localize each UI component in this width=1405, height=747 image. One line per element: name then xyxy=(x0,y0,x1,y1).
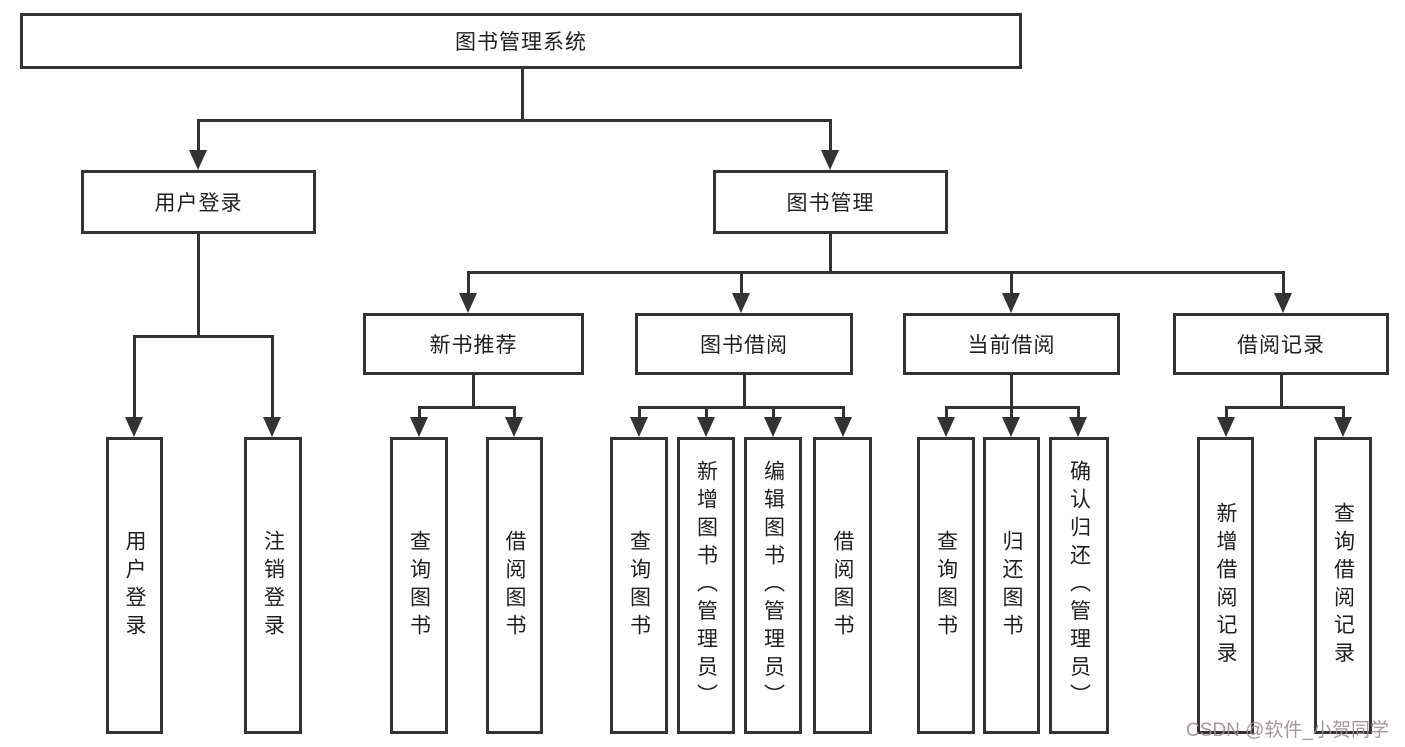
connector-line xyxy=(418,406,516,409)
arrow-down-icon xyxy=(937,417,955,437)
leaf-label: 查询图书 xyxy=(407,529,431,642)
leaf-label: 新增借阅记录 xyxy=(1214,501,1237,670)
leaf-cb-confirm-return-admin: 确认归还（管理员） xyxy=(1049,437,1109,734)
arrow-down-icon xyxy=(1069,417,1087,437)
arrow-down-icon xyxy=(834,417,852,437)
connector-line xyxy=(1010,271,1013,297)
leaf-cb-query-book: 查询图书 xyxy=(917,437,975,734)
leaf-bb-borrow-book: 借阅图书 xyxy=(813,437,872,734)
leaf-bb-add-book-admin: 新增图书（管理员） xyxy=(677,437,735,734)
leaf-br-add-record: 新增借阅记录 xyxy=(1197,437,1254,734)
leaf-cb-return-book: 归还图书 xyxy=(983,437,1040,734)
node-user-login: 用户登录 xyxy=(81,170,316,234)
connector-line xyxy=(842,406,845,419)
leaf-label: 用户登录 xyxy=(123,529,146,642)
leaf-label: 新增图书（管理员） xyxy=(694,459,718,712)
connector-line xyxy=(418,406,421,419)
leaf-bb-query-book: 查询图书 xyxy=(610,437,668,734)
arrow-down-icon xyxy=(1217,417,1235,437)
connector-line xyxy=(271,335,274,419)
arrow-down-icon xyxy=(459,293,477,313)
connector-line xyxy=(521,69,524,121)
arrow-down-icon xyxy=(732,293,750,313)
arrow-down-icon xyxy=(263,417,281,437)
connector-line xyxy=(740,271,743,297)
arrow-down-icon xyxy=(1334,417,1352,437)
node-new-book-recommend: 新书推荐 xyxy=(363,313,584,375)
connector-line xyxy=(1077,406,1080,419)
arrow-down-icon xyxy=(821,150,839,170)
node-borrow-record: 借阅记录 xyxy=(1173,313,1389,375)
arrow-down-icon xyxy=(1274,293,1292,313)
connector-line xyxy=(638,406,641,419)
leaf-nb-borrow-book: 借阅图书 xyxy=(486,437,543,734)
connector-line xyxy=(829,234,832,274)
leaf-label: 查询借阅记录 xyxy=(1331,501,1355,670)
leaf-bb-edit-book-admin: 编辑图书（管理员） xyxy=(744,437,802,734)
node-root: 图书管理系统 xyxy=(20,13,1022,69)
connector-line xyxy=(197,119,832,122)
connector-line xyxy=(472,375,475,409)
node-book-borrow: 图书借阅 xyxy=(635,313,853,375)
node-current-borrow: 当前借阅 xyxy=(903,313,1120,375)
arrow-down-icon xyxy=(1002,417,1020,437)
connector-line xyxy=(772,406,775,419)
csdn-watermark: CSDN @软件_小贺同学 xyxy=(1186,720,1389,741)
leaf-label: 编辑图书（管理员） xyxy=(761,459,785,712)
connector-line xyxy=(705,406,708,419)
connector-line xyxy=(1225,406,1344,409)
connector-line xyxy=(1280,375,1283,409)
arrow-down-icon xyxy=(1002,293,1020,313)
connector-line xyxy=(467,271,1285,274)
connector-line xyxy=(1010,406,1013,419)
connector-line xyxy=(1342,406,1345,419)
leaf-label: 借阅图书 xyxy=(831,529,854,642)
connector-line xyxy=(829,119,832,152)
connector-line xyxy=(1010,375,1013,409)
leaf-user-login: 用户登录 xyxy=(106,437,163,734)
arrow-down-icon xyxy=(505,417,523,437)
leaf-logout: 注销登录 xyxy=(244,437,302,734)
connector-line xyxy=(513,406,516,419)
arrow-down-icon xyxy=(189,150,207,170)
leaf-br-query-record: 查询借阅记录 xyxy=(1314,437,1372,734)
arrow-down-icon xyxy=(697,417,715,437)
leaf-label: 查询图书 xyxy=(934,529,958,642)
node-book-mgmt: 图书管理 xyxy=(713,170,948,234)
connector-line xyxy=(197,119,200,152)
connector-line xyxy=(1282,271,1285,297)
leaf-label: 借阅图书 xyxy=(503,529,526,642)
connector-line xyxy=(1225,406,1228,419)
connector-line xyxy=(743,375,746,409)
arrow-down-icon xyxy=(630,417,648,437)
leaf-label: 归还图书 xyxy=(1000,529,1023,642)
leaf-label: 注销登录 xyxy=(261,529,285,642)
connector-line xyxy=(133,335,136,419)
connector-line xyxy=(133,335,274,338)
leaf-nb-query-book: 查询图书 xyxy=(390,437,448,734)
connector-line xyxy=(945,406,948,419)
arrow-down-icon xyxy=(764,417,782,437)
leaf-label: 查询图书 xyxy=(627,529,651,642)
connector-line xyxy=(638,406,845,409)
arrow-down-icon xyxy=(410,417,428,437)
connector-line xyxy=(197,234,200,338)
leaf-label: 确认归还（管理员） xyxy=(1067,459,1091,712)
connector-line xyxy=(467,271,470,297)
arrow-down-icon xyxy=(125,417,143,437)
